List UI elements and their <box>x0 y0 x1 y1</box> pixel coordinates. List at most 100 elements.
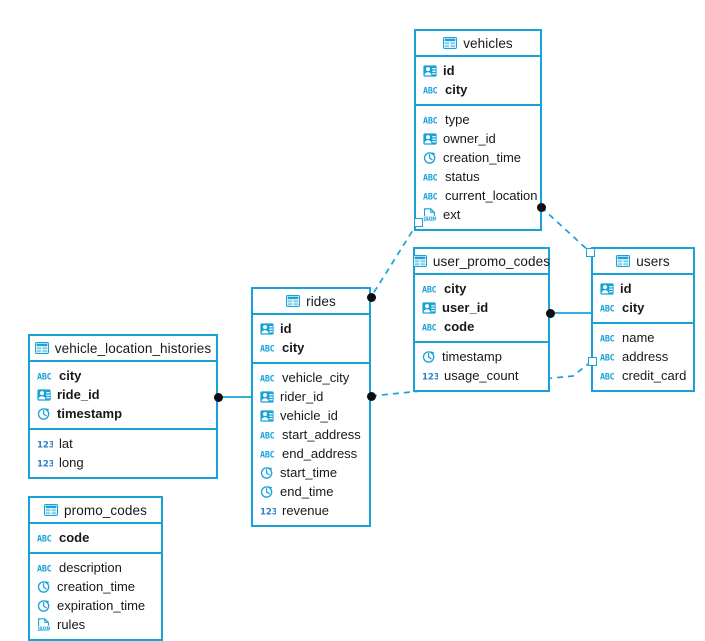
field-row-vehicles-ext[interactable]: JSON ext <box>416 205 540 224</box>
field-row-users-address[interactable]: ABC address <box>593 347 693 366</box>
abc-text-icon: ABC <box>600 370 616 382</box>
field-row-vehicle_location_histories-timestamp[interactable]: timestamp <box>30 404 216 423</box>
field-row-user_promo_codes-timestamp[interactable]: timestamp <box>415 347 548 366</box>
field-name: description <box>59 560 122 575</box>
123-number-icon: 123 <box>37 438 53 449</box>
field-name: id <box>443 63 455 78</box>
column-section-promo_codes: ABC description creation_time expiration_ti… <box>30 552 161 639</box>
table-title: vehicles <box>463 35 513 51</box>
relationship-line-vehicles-to-users[interactable] <box>540 206 591 253</box>
table-icon <box>616 255 631 267</box>
svg-text:ABC: ABC <box>423 191 438 201</box>
key-id-icon <box>423 64 437 77</box>
clock-icon <box>37 580 51 593</box>
clock-icon <box>422 350 436 363</box>
field-row-vehicles-type[interactable]: ABC type <box>416 110 540 129</box>
table-icon <box>443 37 458 49</box>
field-name: type <box>445 112 470 127</box>
field-name: end_address <box>282 446 358 461</box>
field-name: long <box>59 455 84 470</box>
table-header-vehicle_location_histories[interactable]: vehicle_location_histories <box>30 336 216 362</box>
table-icon <box>34 342 49 354</box>
field-name: name <box>622 330 655 345</box>
field-row-rides-end_address[interactable]: ABC end_address <box>253 444 369 463</box>
field-row-promo_codes-description[interactable]: ABC description <box>30 558 161 577</box>
table-header-promo_codes[interactable]: promo_codes <box>30 498 161 524</box>
svg-text:ABC: ABC <box>423 115 438 125</box>
svg-text:JSON: JSON <box>423 216 436 221</box>
field-row-promo_codes-expiration_time[interactable]: expiration_time <box>30 596 161 615</box>
field-row-users-id[interactable]: id <box>593 279 693 298</box>
field-row-rides-vehicle_id[interactable]: vehicle_id <box>253 406 369 425</box>
field-row-vehicles-creation_time[interactable]: creation_time <box>416 148 540 167</box>
field-row-vehicles-status[interactable]: ABC status <box>416 167 540 186</box>
field-name: ext <box>443 207 461 222</box>
svg-text:ABC: ABC <box>260 449 275 459</box>
field-row-vehicle_location_histories-ride_id[interactable]: ride_id <box>30 385 216 404</box>
table-header-user_promo_codes[interactable]: user_promo_codes <box>412 249 550 275</box>
field-row-promo_codes-creation_time[interactable]: creation_time <box>30 577 161 596</box>
cardinality-marker-many-rides-to-users-source <box>366 391 376 401</box>
abc-text-icon: ABC <box>600 351 616 363</box>
field-row-rides-end_time[interactable]: end_time <box>253 482 369 501</box>
field-name: rules <box>57 617 86 632</box>
field-name: timestamp <box>57 406 123 421</box>
field-name: expiration_time <box>57 598 146 613</box>
key-id-icon <box>600 282 614 295</box>
clock-icon <box>260 485 274 498</box>
field-name: city <box>622 300 645 315</box>
cardinality-marker-many-vehicles-to-users-source <box>536 202 546 212</box>
key-id-icon <box>260 409 274 422</box>
field-name: user_id <box>442 300 489 315</box>
table-header-users[interactable]: users <box>593 249 693 275</box>
field-row-rides-start_time[interactable]: start_time <box>253 463 369 482</box>
abc-text-icon: ABC <box>260 342 276 354</box>
field-name: address <box>622 349 669 364</box>
abc-text-icon: ABC <box>423 171 439 183</box>
field-name: start_address <box>282 427 361 442</box>
cardinality-marker-many-vehicles-to-rides-target <box>366 292 376 302</box>
field-name: owner_id <box>443 131 496 146</box>
field-row-vehicles-id[interactable]: id <box>416 61 540 80</box>
table-header-rides[interactable]: rides <box>253 289 369 315</box>
123-number-icon: 123 <box>37 457 53 468</box>
field-name: id <box>620 281 632 296</box>
table-title: users <box>636 253 670 269</box>
field-row-vehicle_location_histories-long[interactable]: 123 long <box>30 453 216 472</box>
field-row-rides-id[interactable]: id <box>253 319 369 338</box>
field-row-user_promo_codes-user_id[interactable]: user_id <box>415 298 548 317</box>
field-row-vehicles-owner_id[interactable]: owner_id <box>416 129 540 148</box>
svg-text:ABC: ABC <box>260 373 275 383</box>
table-header-vehicles[interactable]: vehicles <box>416 31 540 57</box>
abc-text-icon: ABC <box>37 562 53 574</box>
relationship-line-vehicles-to-rides[interactable] <box>370 221 419 298</box>
field-row-rides-rider_id[interactable]: rider_id <box>253 387 369 406</box>
field-name: status <box>445 169 480 184</box>
123-number-icon: 123 <box>260 505 276 516</box>
key-id-icon <box>422 301 436 314</box>
cardinality-marker-many-vehicle-location-histories-to-rides-source <box>213 392 223 402</box>
